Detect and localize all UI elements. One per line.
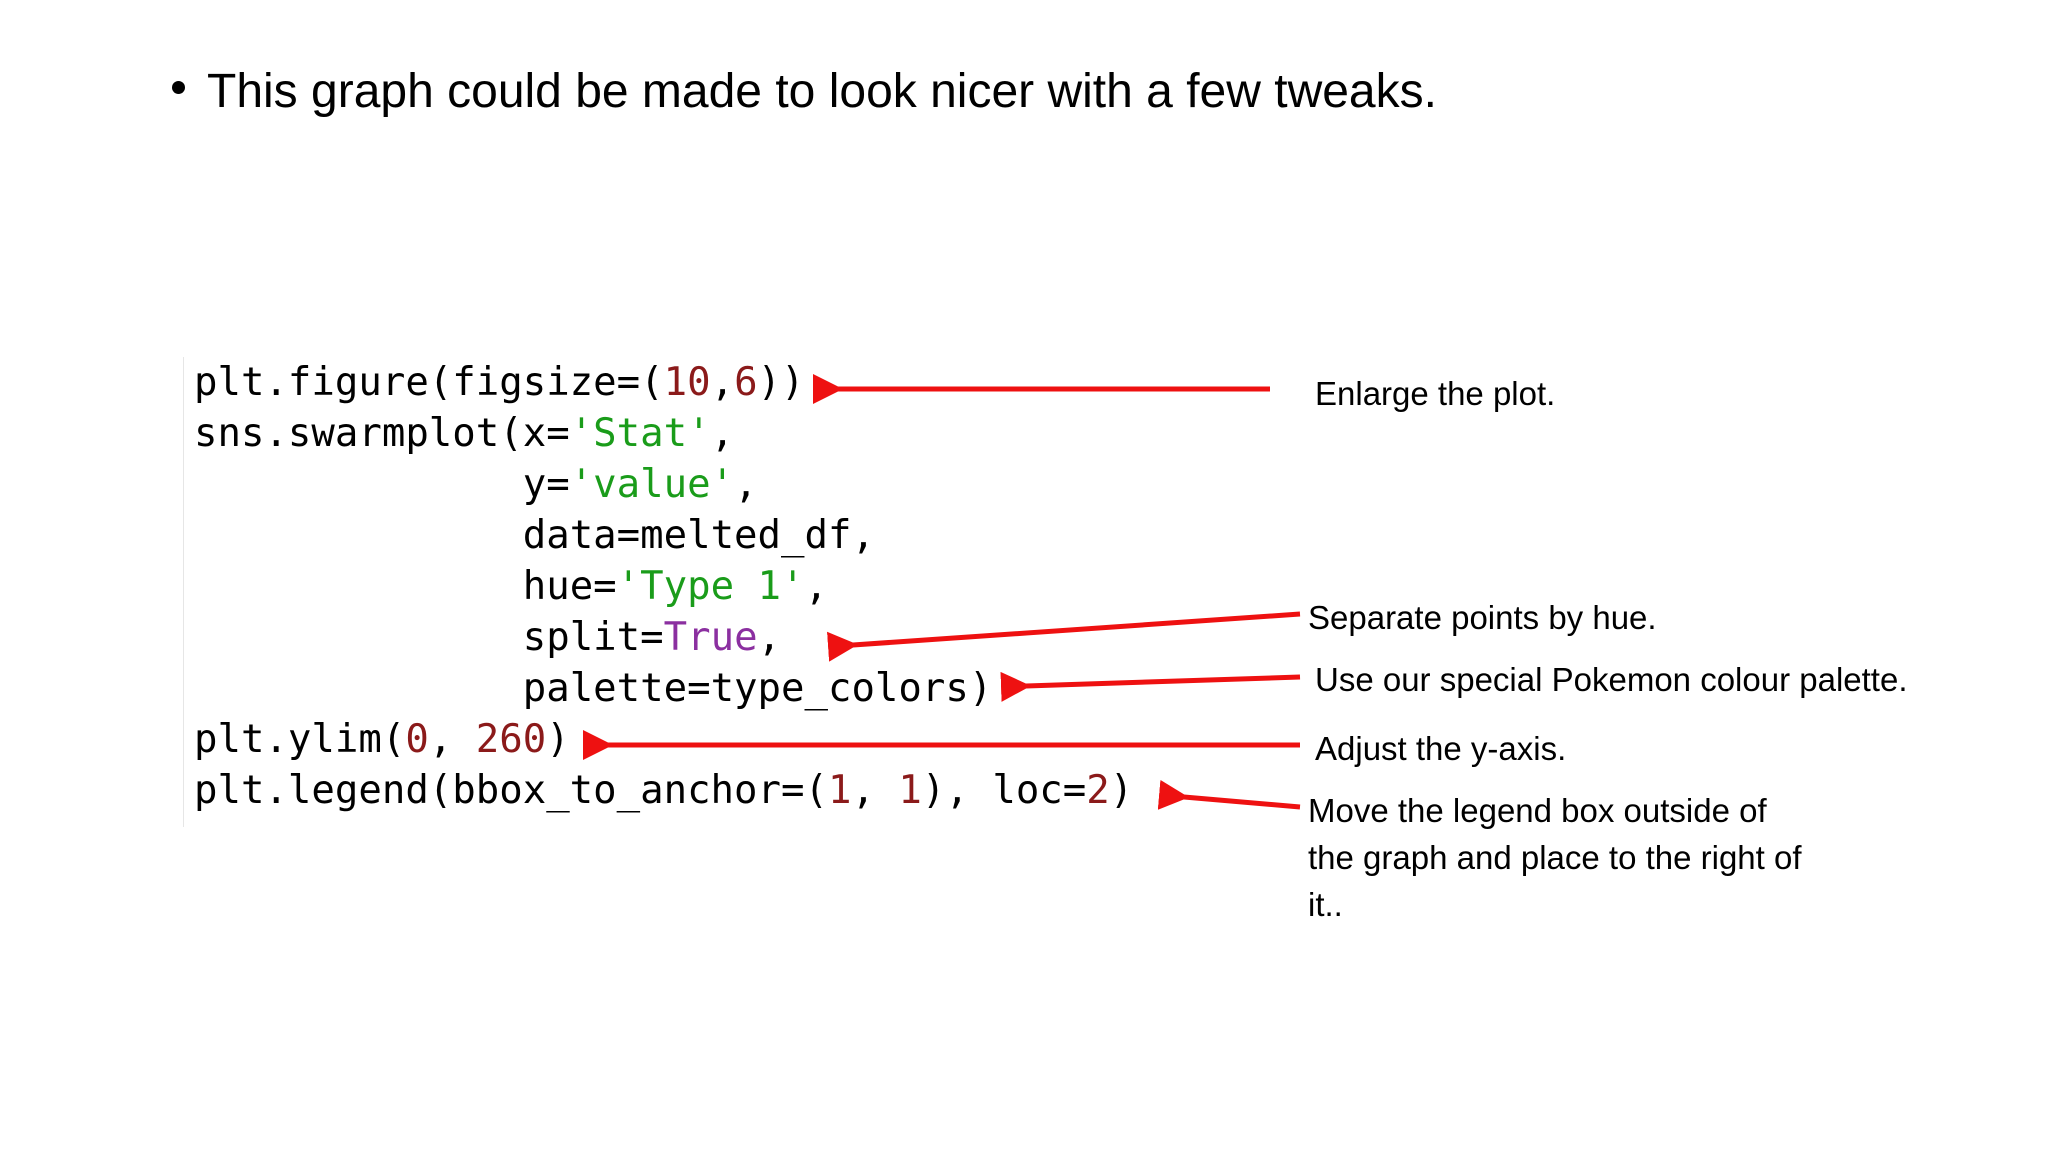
annotation-yaxis: Adjust the y-axis.: [1315, 730, 1567, 767]
code-line-split: split=True,: [522, 615, 782, 660]
code-screenshot: plt.figure(figsize=(10,6)) sns.swarmplot…: [183, 357, 1174, 827]
code-line-hue: hue='Type 1',: [522, 564, 828, 609]
code-line-legend: plt.legend(bbox_to_anchor=(1, 1), loc=2): [194, 768, 1134, 813]
annotation-enlarge: Enlarge the plot.: [1315, 375, 1556, 412]
code-line-palette: palette=type_colors): [522, 666, 993, 711]
annotation-legend-line-1: Move the legend box outside of: [1308, 792, 1767, 829]
code-line-swarmplot: sns.swarmplot(x='Stat',: [194, 411, 735, 456]
arrow-legend: [1157, 779, 1301, 810]
code-line-y: y='value',: [522, 462, 758, 507]
bullet-point: This graph could be made to look nicer w…: [172, 64, 1437, 119]
annotation-legend-line-3: it..: [1308, 886, 1343, 923]
code-line-ylim: plt.ylim(0, 260): [194, 717, 570, 762]
bullet-dot-icon: [172, 81, 185, 94]
bullet-text: This graph could be made to look nicer w…: [207, 65, 1437, 118]
code-line-figure: plt.figure(figsize=(10,6)): [194, 360, 805, 405]
code-line-data: data=melted_df,: [522, 513, 875, 558]
annotation-separate: Separate points by hue.: [1308, 599, 1657, 636]
annotation-legend: Move the legend box outside of the graph…: [1308, 787, 1802, 928]
annotation-palette: Use our special Pokemon colour palette.: [1315, 661, 1908, 698]
annotation-legend-line-2: the graph and place to the right of: [1308, 839, 1802, 876]
